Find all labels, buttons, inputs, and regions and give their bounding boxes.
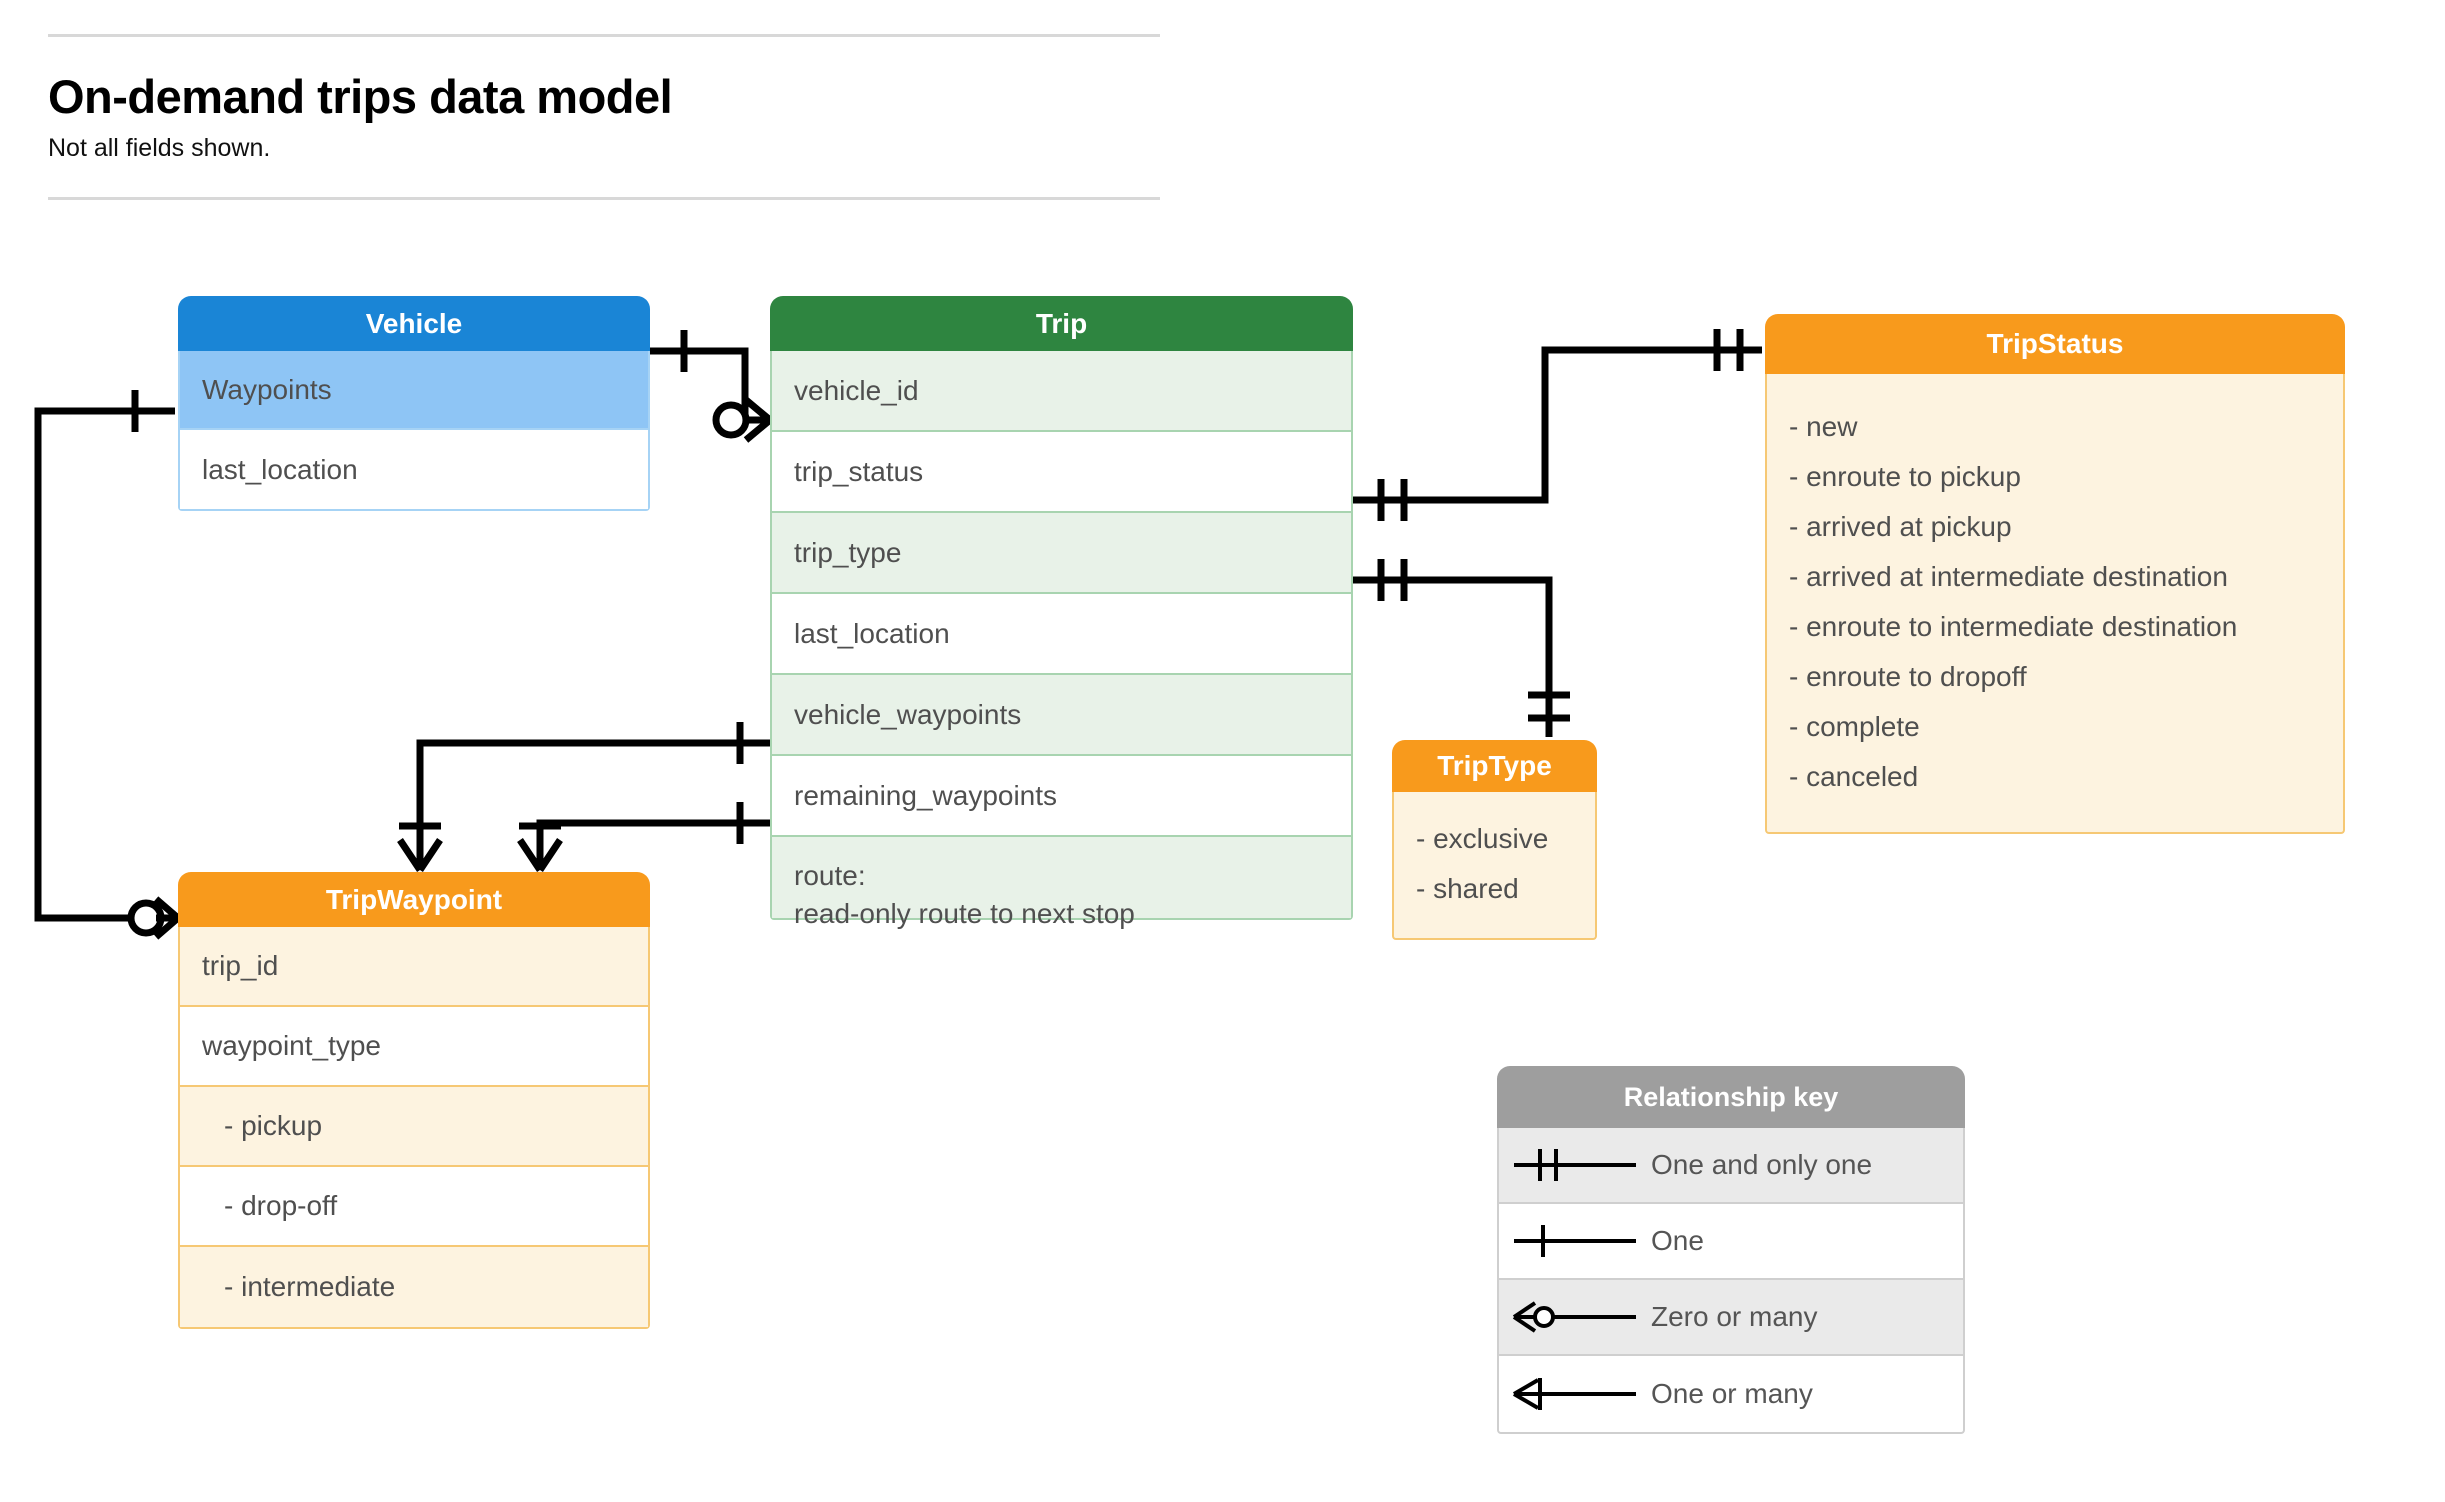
one-and-only-one-icon xyxy=(1499,1140,1651,1190)
zero-or-many-icon xyxy=(1499,1292,1651,1342)
connector-vehicle-trip xyxy=(650,347,762,424)
waypoint-value-pickup: - pickup xyxy=(180,1087,648,1167)
legend-row-zero-or-many: Zero or many xyxy=(1499,1280,1963,1356)
legend-row-one-and-only-one: One and only one xyxy=(1499,1128,1963,1204)
entity-trip-type-values: - exclusive - shared xyxy=(1392,792,1597,940)
waypoint-value-intermediate: - intermediate xyxy=(180,1247,648,1327)
entity-trip-type[interactable]: TripType - exclusive - shared xyxy=(1392,740,1597,940)
field-vehicle-id[interactable]: vehicle_id xyxy=(772,351,1351,432)
entity-trip-status-title: TripStatus xyxy=(1765,314,2345,374)
type-value-exclusive: - exclusive xyxy=(1416,823,1549,854)
status-value-enroute-to-dropoff: - enroute to dropoff xyxy=(1789,661,2027,692)
page-subtitle: Not all fields shown. xyxy=(48,133,271,162)
card-many-foot-tw-top-b xyxy=(517,838,563,872)
legend-label-one: One xyxy=(1651,1225,1704,1256)
legend-label-one-or-many: One or many xyxy=(1651,1378,1813,1409)
card-zero-circle-tripwaypoint xyxy=(127,899,165,937)
legend-title: Relationship key xyxy=(1497,1066,1965,1128)
field-route-description: read-only route to next stop xyxy=(794,897,1135,929)
legend-label-one-and-only-one: One and only one xyxy=(1651,1149,1873,1180)
header-rule-top xyxy=(48,34,1160,37)
legend-row-one-or-many: One or many xyxy=(1499,1356,1963,1432)
field-trip-type[interactable]: trip_type xyxy=(772,513,1351,594)
field-trip-last-location[interactable]: last_location xyxy=(772,594,1351,675)
entity-trip-title: Trip xyxy=(770,296,1353,351)
entity-vehicle-fields: Waypoints last_location xyxy=(178,351,650,511)
legend-rows: One and only one One xyxy=(1497,1128,1965,1434)
header-rule-bottom xyxy=(48,196,1160,200)
card-zero-circle-vehicle-trip xyxy=(712,401,750,439)
field-waypoint-type[interactable]: waypoint_type xyxy=(180,1007,648,1087)
status-value-arrived-at-intermediate-destination: - arrived at intermediate destination xyxy=(1789,561,2228,592)
entity-trip-status-values: - new - enroute to pickup - arrived at p… xyxy=(1765,374,2345,834)
entity-trip-type-title: TripType xyxy=(1392,740,1597,792)
diagram-header: On-demand trips data model Not all field… xyxy=(48,34,1160,200)
connector-remaining-waypoints-row xyxy=(536,819,770,866)
field-trip-id[interactable]: trip_id xyxy=(180,927,648,1007)
header-rule-bottom-wrap xyxy=(48,196,1160,200)
status-value-enroute-to-intermediate-destination: - enroute to intermediate destination xyxy=(1789,611,2238,642)
status-value-enroute-to-pickup: - enroute to pickup xyxy=(1789,461,2021,492)
legend-label-zero-or-many: Zero or many xyxy=(1651,1301,1818,1332)
card-many-foot-tw-top-a xyxy=(397,838,443,872)
card-many-foot-tripwaypoint-left xyxy=(153,896,181,940)
field-trip-status[interactable]: trip_status xyxy=(772,432,1351,513)
entity-trip[interactable]: Trip vehicle_id trip_status trip_type la… xyxy=(770,296,1353,929)
entity-trip-status[interactable]: TripStatus - new - enroute to pickup - a… xyxy=(1765,314,2345,834)
field-remaining-waypoints[interactable]: remaining_waypoints xyxy=(772,756,1351,837)
connector-vehicle-waypoints-tripwaypoint xyxy=(34,407,175,922)
card-many-foot-vehicle-trip xyxy=(743,397,773,443)
status-value-new: - new xyxy=(1789,411,1858,442)
waypoint-value-drop-off: - drop-off xyxy=(180,1167,648,1247)
field-route[interactable]: route: read-only route to next stop xyxy=(772,837,1351,929)
connector-trip-status xyxy=(1353,346,1762,504)
connector-vehicle-waypoints-row xyxy=(416,739,770,866)
entity-trip-waypoint-title: TripWaypoint xyxy=(178,872,650,927)
field-route-label: route: xyxy=(794,860,866,891)
field-vehicle-waypoints[interactable]: vehicle_waypoints xyxy=(772,675,1351,756)
status-value-complete: - complete xyxy=(1789,711,1920,742)
entity-vehicle-title: Vehicle xyxy=(178,296,650,351)
entity-trip-fields: vehicle_id trip_status trip_type last_lo… xyxy=(770,351,1353,929)
type-value-shared: - shared xyxy=(1416,873,1519,904)
entity-trip-waypoint-fields: trip_id waypoint_type - pickup - drop-of… xyxy=(178,927,650,1329)
entity-trip-waypoint[interactable]: TripWaypoint trip_id waypoint_type - pic… xyxy=(178,872,650,1329)
legend-row-one: One xyxy=(1499,1204,1963,1280)
status-value-arrived-at-pickup: - arrived at pickup xyxy=(1789,511,2012,542)
status-value-canceled: - canceled xyxy=(1789,761,1919,792)
connector-trip-type xyxy=(1353,576,1553,737)
field-last-location[interactable]: last_location xyxy=(180,430,648,509)
page-title: On-demand trips data model xyxy=(48,70,673,123)
one-icon xyxy=(1499,1216,1651,1266)
relationship-key-legend[interactable]: Relationship key One and only one xyxy=(1497,1066,1965,1434)
field-waypoints[interactable]: Waypoints xyxy=(180,351,648,430)
one-or-many-icon xyxy=(1499,1369,1651,1419)
entity-vehicle[interactable]: Vehicle Waypoints last_location xyxy=(178,296,650,511)
